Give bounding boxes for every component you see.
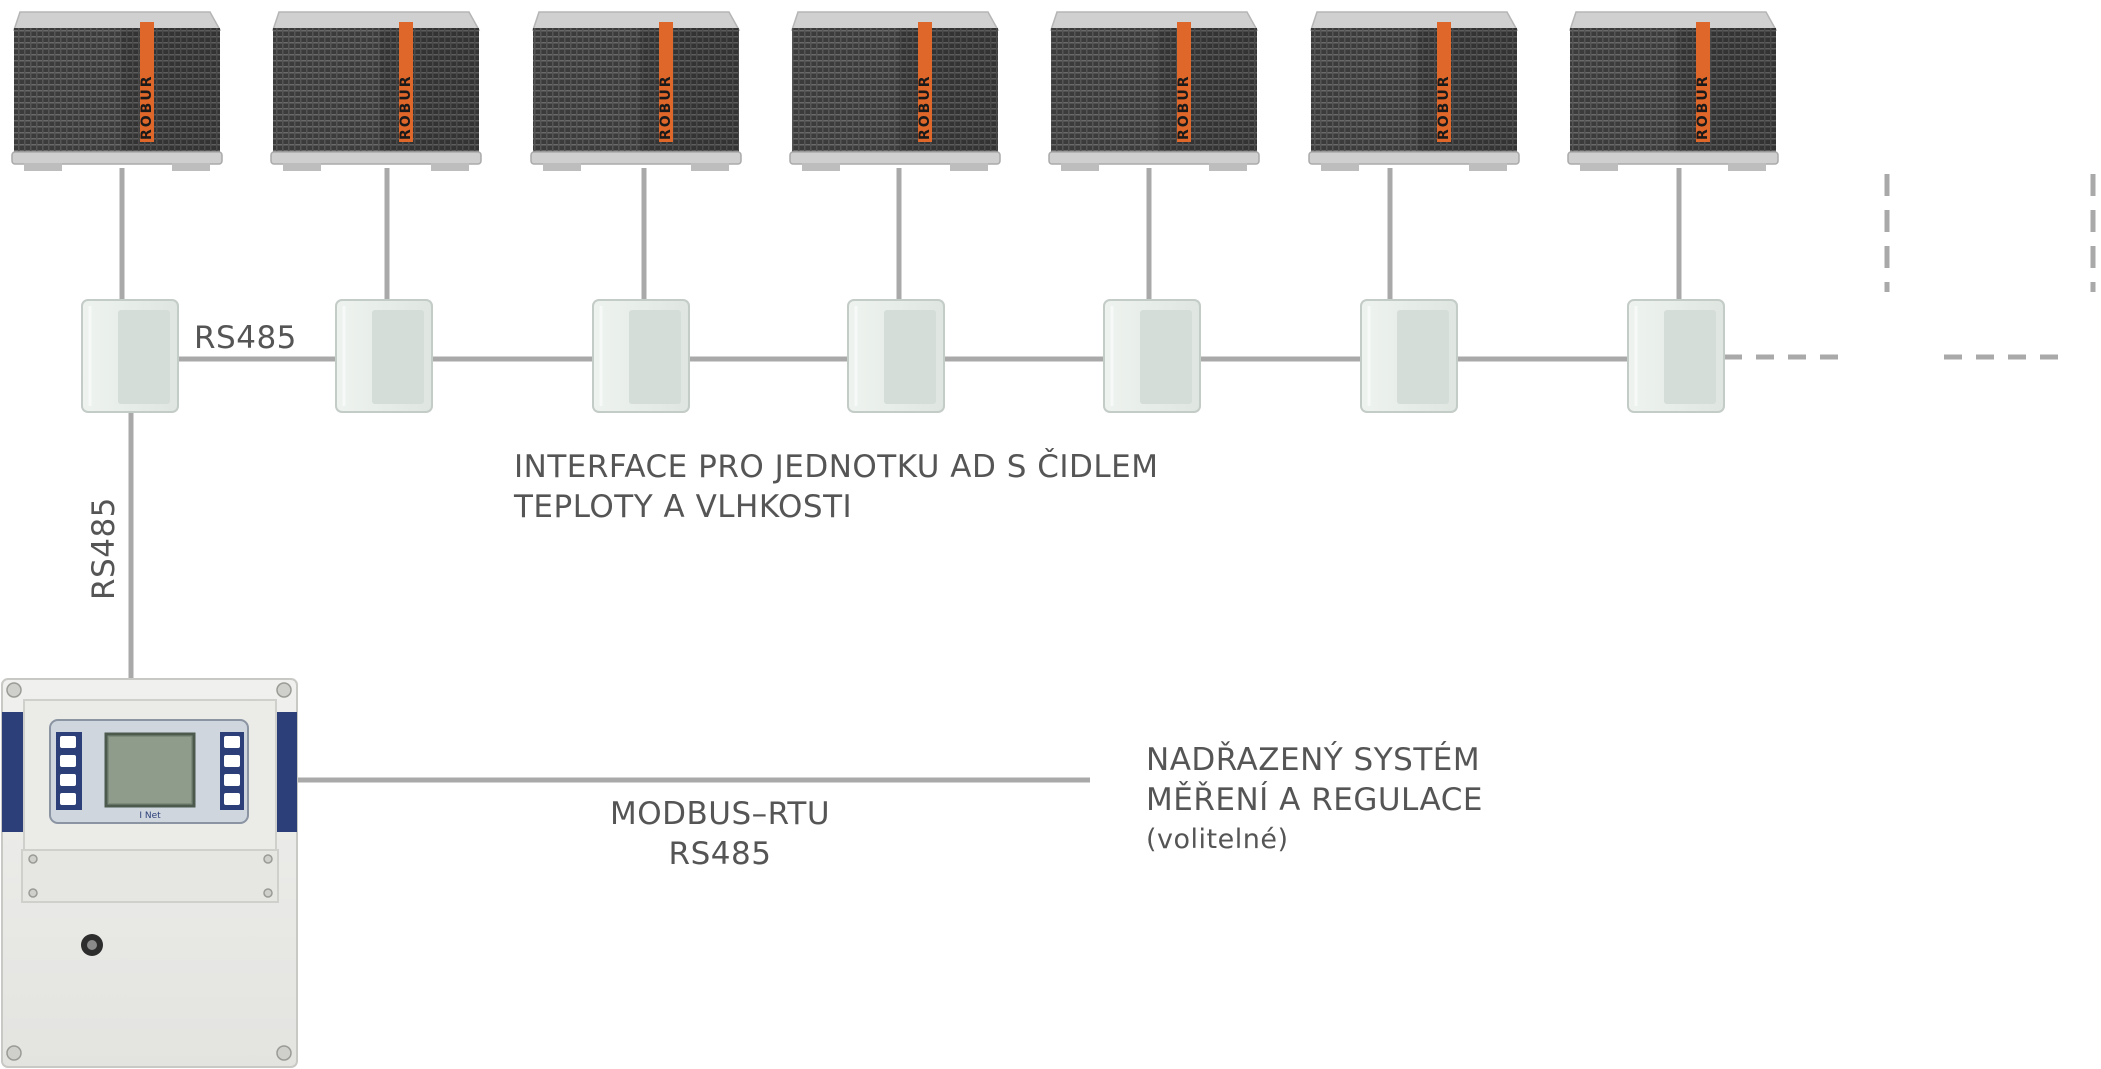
unit-brand-label: ROBUR xyxy=(1436,74,1452,140)
interface-box xyxy=(81,299,179,413)
unit-brand-label: ROBUR xyxy=(139,74,155,140)
controller-brand-label: I Net xyxy=(139,811,161,821)
robur-units: ROBUR ROBUR ROBUR ROBUR ROBUR ROBUR ROBUR xyxy=(11,11,1779,171)
screws xyxy=(6,682,292,1061)
modbus-caption-line2: RS485 xyxy=(668,836,772,872)
interface-caption: INTERFACE PRO JEDNOTKU AD S ČIDLEM TEPLO… xyxy=(514,447,1159,527)
robur-unit: ROBUR xyxy=(270,11,482,171)
supervisor-caption-line2: MĚŘENÍ A REGULACE xyxy=(1146,782,1483,818)
unit-brand-label: ROBUR xyxy=(658,74,674,140)
unit-brand-label: ROBUR xyxy=(398,74,414,140)
robur-unit: ROBUR xyxy=(1048,11,1260,171)
controller-panel: I Net xyxy=(1,678,298,1068)
robur-unit: ROBUR xyxy=(1308,11,1520,171)
rs485-horizontal-label: RS485 xyxy=(194,320,297,356)
unit-brand-label: ROBUR xyxy=(917,74,933,140)
robur-unit: ROBUR xyxy=(1567,11,1779,171)
robur-unit: ROBUR xyxy=(530,11,742,171)
unit-brand-label: ROBUR xyxy=(1695,74,1711,140)
modbus-caption-line1: MODBUS–RTU xyxy=(609,796,831,832)
interface-caption-line1: INTERFACE PRO JEDNOTKU AD S ČIDLEM xyxy=(514,449,1159,485)
robur-unit: ROBUR xyxy=(789,11,1001,171)
interface-boxes xyxy=(81,299,1725,413)
interface-caption-line2: TEPLOTY A VLHKOSTI xyxy=(514,489,853,525)
supervisor-caption: NADŘAZENÝ SYSTÉM MĚŘENÍ A REGULACE (voli… xyxy=(1146,740,1483,860)
interface-box xyxy=(847,299,945,413)
robur-unit: ROBUR xyxy=(11,11,223,171)
modbus-caption: MODBUS–RTU RS485 xyxy=(580,794,860,874)
interface-box xyxy=(1360,299,1458,413)
rs485-vertical-label: RS485 xyxy=(86,497,122,600)
interface-box xyxy=(335,299,433,413)
unit-brand-label: ROBUR xyxy=(1176,74,1192,140)
supervisor-caption-line3: (volitelné) xyxy=(1146,824,1289,855)
interface-box xyxy=(1627,299,1725,413)
supervisor-caption-line1: NADŘAZENÝ SYSTÉM xyxy=(1146,742,1481,778)
interface-box xyxy=(1103,299,1201,413)
interface-box xyxy=(592,299,690,413)
controller-keys xyxy=(60,736,240,805)
